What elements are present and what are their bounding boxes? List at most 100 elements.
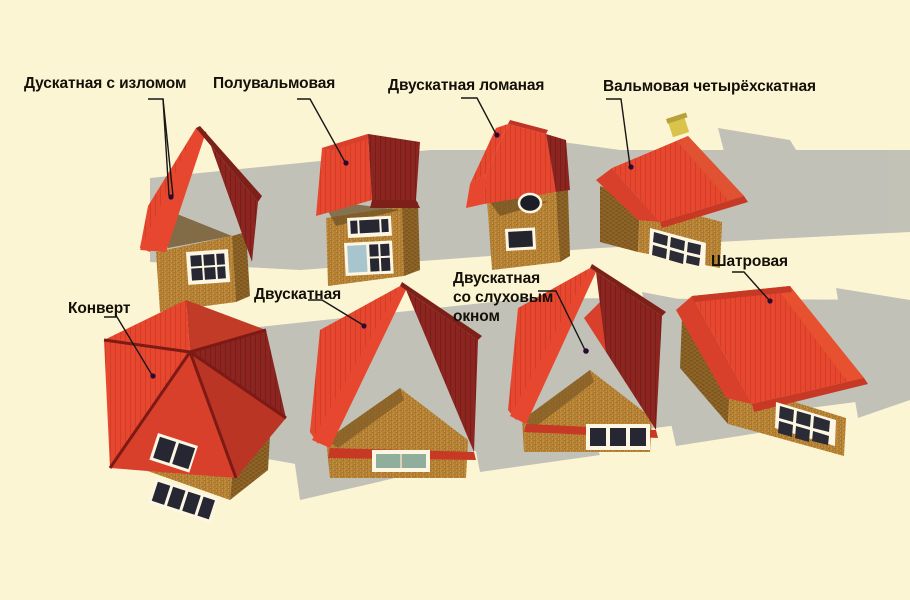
- house-7-gable-with-dormer: [508, 264, 666, 452]
- house-5-hip-line: [189, 328, 267, 354]
- house-5-lower-window-pane: [197, 496, 215, 520]
- house-4-hip-four-slope: [596, 112, 748, 268]
- label-shatrovaya: Шатровая: [711, 253, 788, 270]
- house-7-window-pane: [630, 428, 646, 446]
- house-1-window-pane: [204, 267, 216, 280]
- house-5-hip-lines: [103, 328, 287, 479]
- leader-line-valmovaya: [606, 98, 631, 167]
- house-1-window-pane: [191, 267, 203, 281]
- house-8-window-pane: [778, 421, 793, 437]
- leader-dot: [361, 323, 367, 329]
- leader-dot: [767, 298, 773, 304]
- shadow-house-2: [392, 160, 520, 246]
- house-2-roof-left: [316, 134, 372, 216]
- house-5-upper-window-pane: [153, 436, 177, 463]
- house-3-roof-main: [484, 124, 556, 204]
- house-3-window-pane: [508, 230, 533, 248]
- house-2-wall-side: [402, 202, 420, 276]
- leader-line-konvert: [104, 316, 153, 376]
- house-4-window-grid: [652, 232, 701, 266]
- house-8-window-pane: [812, 431, 829, 445]
- leader-dot: [168, 194, 174, 200]
- house-5-roof-right: [190, 330, 286, 418]
- label-line-3: окном: [453, 308, 500, 325]
- leader-arrow-heads: [150, 132, 773, 379]
- house-4-window-pane: [687, 242, 701, 255]
- house-5-hip-line: [188, 351, 238, 479]
- house-7-roof-front-main: [510, 268, 596, 424]
- house-5-lower-window-pane: [151, 481, 171, 505]
- house-6-roof-back-edge: [400, 282, 482, 340]
- house-5-upper-window-pane: [172, 442, 196, 470]
- label-poluvalmovaya: Полувальмовая: [213, 75, 336, 92]
- house-2-roof-right-eave: [370, 200, 420, 208]
- leader-line-sluhovym: [538, 290, 586, 351]
- leader-dot: [150, 373, 156, 379]
- leader-line-dvuskatnaya: [308, 299, 364, 326]
- house-2-roof-right: [368, 134, 420, 200]
- house-1-roof-ridge-face: [196, 126, 262, 202]
- house-8-window-grid: [778, 406, 830, 445]
- label-line-2: со слуховым: [453, 289, 554, 306]
- house-5-hip-line: [103, 338, 191, 354]
- house-1-window-pane: [203, 254, 215, 266]
- house-5-lower-window-pane: [166, 486, 186, 510]
- house-2-window-pane: [380, 257, 391, 272]
- house-5-roof-top: [186, 300, 266, 352]
- house-3-mansard: [466, 120, 570, 270]
- house-3-roof-ridge: [508, 120, 548, 134]
- label-dvuskatnaya-lomanaya: Двускатная ломаная: [388, 77, 545, 94]
- house-4-roof-left-hip: [596, 168, 660, 222]
- leader-dot: [343, 160, 349, 166]
- leader-line-dvuskatnaya-lomanaya: [461, 97, 497, 135]
- leader-dot: [583, 348, 589, 354]
- house-7-window-pane: [590, 428, 606, 446]
- house-8-window-pane: [779, 406, 794, 422]
- house-6-roof-front-main: [312, 286, 406, 448]
- house-5-lower-window-pane: [182, 491, 201, 515]
- house-2-window-glass: [347, 244, 368, 273]
- house-8-wall-left: [680, 318, 730, 424]
- house-8-window-pane: [795, 426, 810, 442]
- house-7-window-grid: [590, 428, 646, 446]
- house-3-roof-left-lower: [466, 174, 486, 208]
- house-1-window-pane: [190, 254, 203, 267]
- leader-dot: [494, 132, 500, 138]
- house-4-window-pane: [652, 245, 667, 259]
- house-5-hip-line: [108, 351, 192, 469]
- house-1-roof-right-slope: [196, 128, 258, 262]
- house-5-roof-front-shade: [190, 352, 286, 478]
- house-2-bay-pane: [381, 218, 389, 233]
- leader-line-shatrovaya: [732, 271, 770, 301]
- house-2-window-pane: [369, 244, 379, 257]
- house-4-window-pane: [670, 237, 685, 251]
- label-line-1: Двускатная: [453, 270, 541, 287]
- house-4-roof-right-hip: [678, 136, 744, 200]
- house-2-bay-pane: [350, 220, 358, 234]
- label-dvuskatnaya-so-sluhovym-oknom: Двускатная со слуховым окном: [453, 269, 573, 326]
- house-1-wall-side: [232, 232, 250, 302]
- house-7-window-pane: [610, 428, 626, 446]
- label-valmovaya-chetyrehskatnaya: Вальмовая четырёхскатная: [603, 78, 816, 95]
- house-7-roof-back: [596, 272, 662, 430]
- house-5-hip-line: [189, 350, 287, 420]
- house-3-roof-right-dark: [546, 134, 570, 192]
- leader-line-dvuskatnaya-s-izlomom-2: [162, 98, 174, 197]
- house-3-wall-side: [556, 190, 570, 262]
- house-7-wall-shade: [522, 370, 594, 428]
- shadow-house-4: [718, 128, 840, 230]
- leader-line-poluvalmovaya: [297, 98, 346, 163]
- house-4-roof-main: [612, 136, 744, 222]
- house-8-window-pane: [796, 411, 811, 427]
- house-8-tented-hip: [676, 286, 868, 456]
- house-4-window-pane: [686, 255, 700, 266]
- house-2-window-pane: [369, 258, 380, 272]
- house-6-wall-shade: [326, 388, 404, 448]
- house-1-window-pane: [217, 266, 226, 279]
- house-4-window-pane: [653, 232, 668, 246]
- house-6-gable: [310, 282, 482, 478]
- house-8-window-pane: [813, 416, 830, 432]
- house-4-window-pane: [669, 250, 684, 264]
- house-2-window-pane: [380, 243, 390, 257]
